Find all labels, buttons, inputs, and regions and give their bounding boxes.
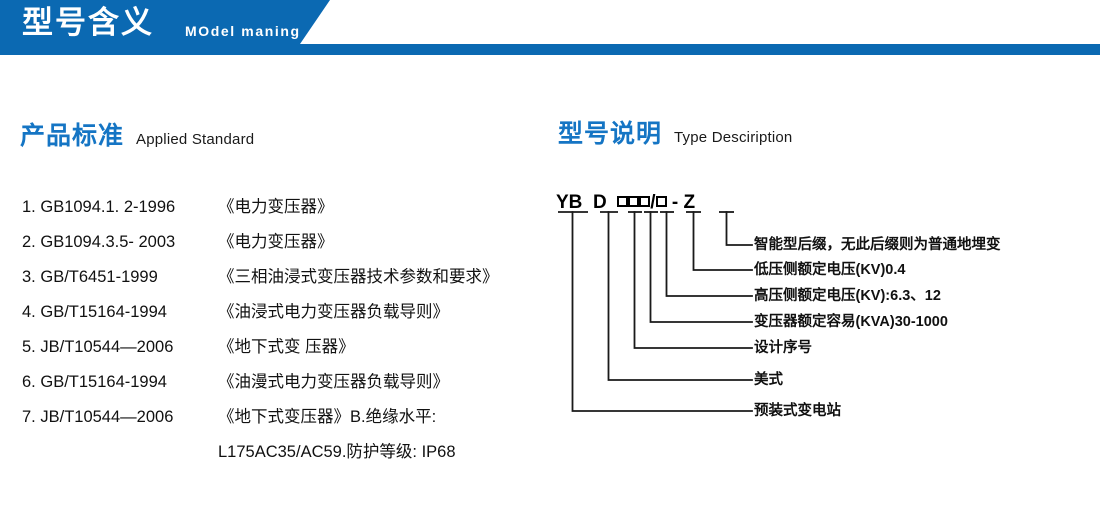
standard-code: 6. GB/T15164-1994	[22, 365, 218, 400]
model-part-dash: -	[671, 192, 679, 213]
standard-number: GB/T6451-1999	[40, 268, 158, 286]
standard-code: 7. JB/T10544—2006	[22, 400, 218, 435]
standard-index: 6.	[22, 373, 36, 391]
callout-rated-capacity: 变压器额定容易(KVA)30-1000	[754, 314, 948, 330]
leader-lines	[558, 211, 753, 412]
standard-index: 1.	[22, 198, 36, 216]
leader-line-design-serial	[633, 211, 753, 349]
callout-smart-suffix: 智能型后缀，无此后缀则为普通地埋变	[754, 237, 1001, 253]
model-part-d: D	[592, 192, 607, 213]
type-heading-cn: 型号说明	[558, 120, 663, 148]
model-part-z: Z	[683, 192, 696, 213]
standard-number: GB/T15164-1994	[40, 303, 167, 321]
standard-number: GB1094.3.5- 2003	[40, 233, 176, 251]
standard-name: 《油浸式电力变压器负载导则》	[218, 303, 449, 321]
standards-heading-cn: 产品标准	[20, 122, 125, 150]
callout-prefab-substation: 预装式变电站	[754, 403, 841, 419]
leader-line-rated-capacity	[649, 211, 753, 323]
standard-name: 《地下式变压器》B.绝缘水平:	[218, 408, 437, 426]
standard-index: 7.	[22, 408, 36, 426]
model-part-yb: YB	[556, 192, 583, 213]
leader-line-american-type	[607, 211, 753, 381]
list-item: 2. GB1094.3.5- 2003 《电力变压器》	[22, 225, 542, 260]
standard-number: GB1094.1. 2-1996	[40, 198, 176, 216]
standard-code: 4. GB/T15164-1994	[22, 295, 218, 330]
standard-number: JB/T10544—2006	[40, 338, 174, 356]
standard-code: 3. GB/T6451-1999	[22, 260, 218, 295]
model-code-diagram: YB D / - Z	[556, 192, 1092, 432]
header-strip	[0, 44, 1100, 55]
leader-line-hv-voltage	[665, 211, 753, 297]
header-title-en: MOdel maning	[185, 23, 301, 39]
callout-design-serial: 设计序号	[754, 340, 812, 356]
standard-name: 《电力变压器》	[218, 233, 334, 251]
model-box-4-icon	[655, 196, 667, 207]
callout-american-type: 美式	[754, 372, 783, 388]
page-header-band: 型号含义 MOdel maning	[0, 0, 1100, 56]
standard-name: 《地下式变 压器》	[218, 338, 355, 356]
standards-heading-en: Applied Standard	[136, 131, 255, 148]
standard-code: 1. GB1094.1. 2-1996	[22, 190, 218, 225]
list-item: 6. GB/T15164-1994 《油漫式电力变压器负载导则》	[22, 365, 542, 400]
callout-lv-voltage: 低压侧额定电压(KV)0.4	[754, 262, 906, 278]
list-item: 3. GB/T6451-1999 《三相油浸式变压器技术参数和要求》	[22, 260, 542, 295]
leader-line-lv-voltage	[692, 211, 753, 271]
leader-line-smart-suffix	[725, 211, 753, 246]
type-heading-en: Type Desciription	[674, 129, 793, 146]
standard-name: 《电力变压器》	[218, 198, 334, 216]
standard-code: 2. GB1094.3.5- 2003	[22, 225, 218, 260]
standard-index: 5.	[22, 338, 36, 356]
standard-number: GB/T15164-1994	[40, 373, 167, 391]
model-box-3-icon	[639, 196, 651, 207]
model-code-string: YB D / - Z	[556, 192, 695, 214]
standards-section-heading: 产品标准 Applied Standard	[20, 116, 254, 152]
standard-name: 《油漫式电力变压器负载导则》	[218, 373, 449, 391]
list-item: 7. JB/T10544—2006 《地下式变压器》B.绝缘水平:	[22, 400, 542, 435]
model-part-slash: /	[650, 192, 656, 213]
standard-index: 2.	[22, 233, 36, 251]
list-item: 5. JB/T10544—2006 《地下式变 压器》	[22, 330, 542, 365]
model-box-2-icon	[628, 196, 640, 207]
standard-number: JB/T10544—2006	[40, 408, 174, 426]
standard-name: 《三相油浸式变压器技术参数和要求》	[218, 268, 499, 286]
standard-continuation-line: L175AC35/AC59.防护等级: IP68	[218, 443, 456, 461]
standard-code: 5. JB/T10544—2006	[22, 330, 218, 365]
list-item: 4. GB/T15164-1994 《油浸式电力变压器负载导则》	[22, 295, 542, 330]
list-item: 1. GB1094.1. 2-1996 《电力变压器》	[22, 190, 542, 225]
model-box-1-icon	[617, 196, 629, 207]
type-section-heading: 型号说明 Type Desciription	[558, 114, 792, 150]
header-title-cn: 型号含义	[22, 5, 154, 40]
standard-index: 3.	[22, 268, 36, 286]
standards-list: 1. GB1094.1. 2-1996 《电力变压器》 2. GB1094.3.…	[22, 190, 542, 470]
leader-line-prefab-substation	[571, 211, 753, 412]
callout-hv-voltage: 高压侧额定电压(KV):6.3、12	[754, 288, 941, 304]
standard-index: 4.	[22, 303, 36, 321]
